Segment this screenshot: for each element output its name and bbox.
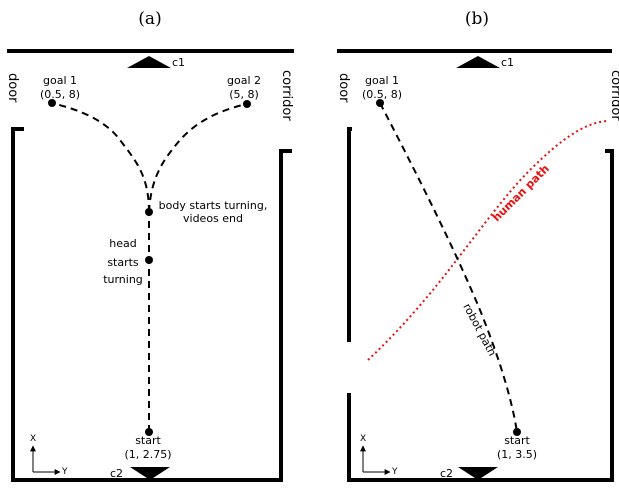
panel-b-walls (337, 49, 614, 482)
x-axis-label: X (360, 434, 366, 444)
panel-b-label: (b) (465, 9, 489, 29)
goal1-point (376, 99, 384, 107)
goal1-point (48, 99, 56, 107)
corridor-label: corridor (279, 70, 294, 121)
panel-a-paths (51, 102, 248, 432)
path-to-goal2 (148, 103, 248, 213)
start-point (145, 428, 153, 436)
goal2-point (243, 100, 251, 108)
y-axis-label: Y (61, 467, 68, 477)
left-wall-upper (347, 127, 352, 342)
start-coords: (1, 3.5) (497, 448, 537, 461)
goal1-coords: (0.5, 8) (362, 88, 402, 101)
door-label: door (5, 73, 20, 103)
y-axis-label: Y (391, 467, 398, 477)
body-turn-point (145, 208, 153, 216)
body-turn-label-2: videos end (183, 212, 243, 225)
axes-indicator-a: X Y (30, 434, 68, 477)
start-label: start (504, 434, 530, 447)
axes-indicator-b: X Y (360, 434, 398, 477)
camera-c2-icon (458, 467, 498, 480)
door-label: door (336, 73, 351, 103)
head-turn-label-1: head (109, 237, 136, 250)
goal1-coords: (0.5, 8) (40, 88, 80, 101)
x-axis-label: X (30, 434, 36, 444)
head-turn-label-3: turning (103, 273, 143, 286)
goal1-label: goal 1 (365, 74, 399, 87)
room-walls-lower (347, 149, 614, 482)
camera-c2-icon (130, 467, 170, 480)
panel-a-walls (7, 49, 294, 482)
start-coords: (1, 2.75) (124, 448, 171, 461)
camera-c2-label: c2 (110, 467, 123, 480)
camera-c1-icon (456, 56, 500, 68)
panel-b: (b) c1 c2 door corridor human path robot… (336, 9, 619, 482)
room-walls (11, 127, 292, 482)
goal1-label: goal 1 (43, 74, 77, 87)
start-label: start (135, 434, 161, 447)
corridor-label: corridor (608, 70, 619, 121)
human-path-label: human path (490, 162, 552, 224)
body-turn-label-1: body starts turning, (159, 199, 268, 212)
camera-c1-label: c1 (501, 56, 514, 69)
robot-path (379, 102, 518, 433)
head-turn-label-2: starts (107, 256, 139, 269)
camera-c1-icon (127, 56, 171, 68)
start-point (513, 428, 521, 436)
panel-a-label: (a) (138, 9, 161, 29)
path-to-goal1 (51, 102, 150, 213)
goal2-label: goal 2 (227, 74, 261, 87)
camera-c2-label: c2 (440, 467, 453, 480)
goal2-coords: (5, 8) (229, 88, 259, 101)
panel-a: (a) c1 c2 door corridor goal 1 (0.5, 8) … (5, 9, 294, 482)
head-turn-point (145, 256, 153, 264)
camera-c1-label: c1 (172, 56, 185, 69)
human-path (367, 120, 609, 361)
